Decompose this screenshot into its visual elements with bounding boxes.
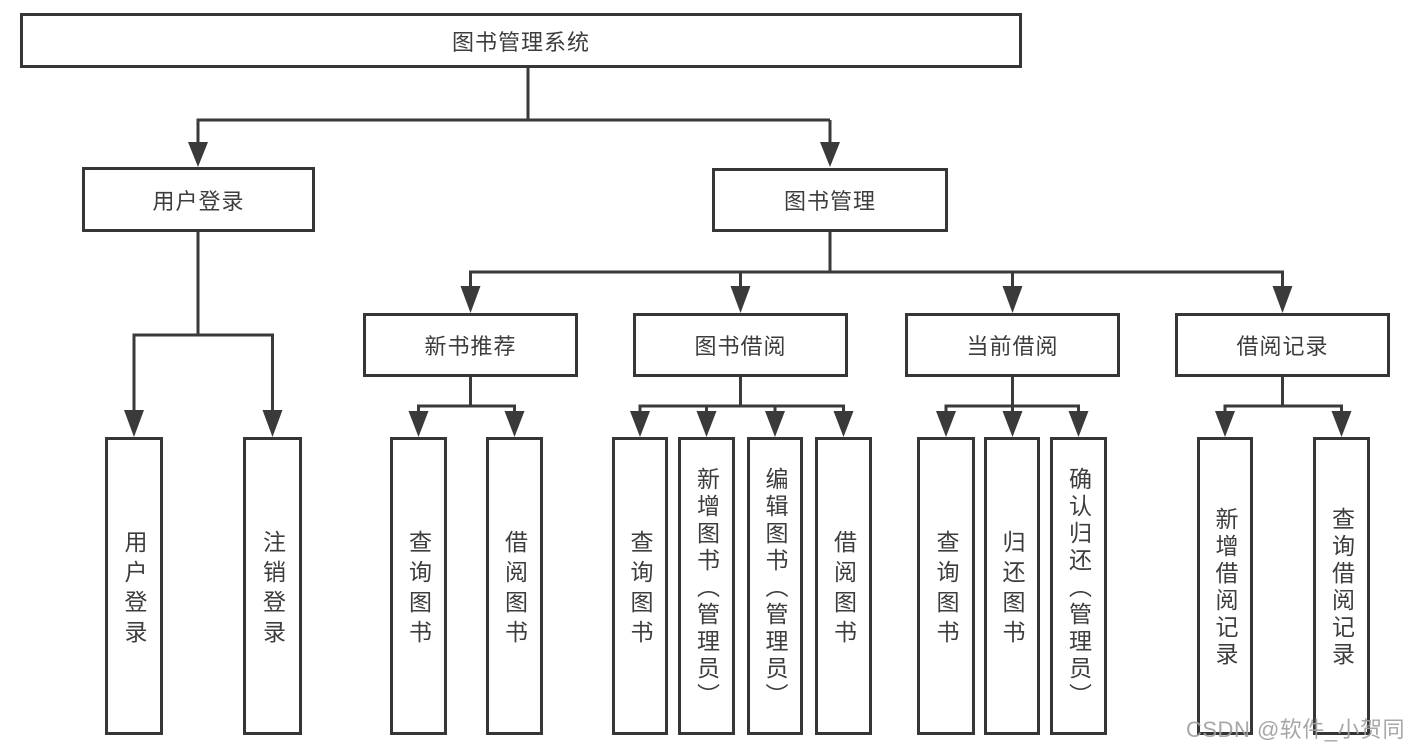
arrowhead <box>1272 286 1293 313</box>
node-label: 当前借阅 <box>966 334 1059 359</box>
node-current-borrowing: 当前借阅 <box>905 313 1120 377</box>
node-label: 图书管理系统 <box>451 29 590 55</box>
node-label: 注销登录 <box>259 529 286 650</box>
leaf-edit-book-admin: 编辑图书（管理员） <box>747 437 803 735</box>
arrowhead <box>504 411 525 437</box>
node-label: 新书推荐 <box>424 334 517 359</box>
leaf-add-borrow-record: 新增借阅记录 <box>1197 437 1253 735</box>
node-borrowing-records: 借阅记录 <box>1175 313 1390 377</box>
arrowhead <box>460 286 481 313</box>
node-label: 借阅记录 <box>1236 334 1329 359</box>
watermark: CSDN @软件_小贺同学 <box>1186 717 1405 742</box>
node-new-book-recommendation: 新书推荐 <box>363 313 578 377</box>
leaf-borrow-books-recommend: 借阅图书 <box>486 437 543 735</box>
leaf-add-book-admin: 新增图书（管理员） <box>678 437 735 735</box>
arrowhead <box>833 411 854 437</box>
node-label: 用户登录 <box>152 188 245 214</box>
arrowhead <box>936 411 956 437</box>
node-label: 新增借阅记录 <box>1212 507 1238 669</box>
arrowhead <box>1331 411 1352 437</box>
arrowhead <box>408 411 429 437</box>
arrowhead <box>820 142 840 167</box>
connector-borrowing-records-branch <box>1215 377 1352 437</box>
node-label: 图书管理 <box>783 189 876 214</box>
arrowhead <box>1215 411 1235 437</box>
node-label: 查询图书 <box>405 529 432 650</box>
arrowhead <box>696 411 717 437</box>
node-library-management-system: 图书管理系统 <box>20 13 1022 68</box>
node-label: 用户登录 <box>121 529 147 650</box>
connector-user-login-branch <box>124 232 283 437</box>
node-user-login: 用户登录 <box>82 167 315 232</box>
connector-current-borrowing-branch <box>936 377 1089 437</box>
node-label: 新增图书（管理员） <box>693 466 720 710</box>
arrowhead <box>630 411 650 437</box>
node-label: 确认归还（管理员） <box>1065 466 1092 710</box>
leaf-query-borrow-record: 查询借阅记录 <box>1313 437 1370 735</box>
node-label: 借阅图书 <box>501 529 528 650</box>
arrowhead <box>765 411 785 437</box>
arrowhead <box>188 142 208 167</box>
arrowhead <box>262 410 283 437</box>
node-label: 查询图书 <box>627 529 653 650</box>
leaf-return-book: 归还图书 <box>984 437 1040 735</box>
connector-book-management-branch <box>460 232 1293 313</box>
leaf-query-books-borrowing: 查询图书 <box>612 437 668 735</box>
leaf-user-login: 用户登录 <box>105 437 163 735</box>
leaf-query-books-current: 查询图书 <box>917 437 975 735</box>
node-label: 查询借阅记录 <box>1328 507 1355 669</box>
connector-book-borrowing-branch <box>630 377 854 437</box>
arrowhead <box>730 286 751 313</box>
node-book-management: 图书管理 <box>712 168 948 232</box>
leaf-logout: 注销登录 <box>243 437 302 735</box>
arrowhead <box>1068 411 1089 437</box>
arrowhead <box>124 410 144 437</box>
node-label: 编辑图书（管理员） <box>762 466 788 710</box>
node-book-borrowing: 图书借阅 <box>633 313 848 377</box>
arrowhead <box>1002 286 1023 313</box>
node-label: 查询图书 <box>933 529 959 650</box>
node-label: 借阅图书 <box>830 529 857 650</box>
leaf-confirm-return-admin: 确认归还（管理员） <box>1050 437 1107 735</box>
node-label: 图书借阅 <box>694 334 787 359</box>
leaf-query-books-recommend: 查询图书 <box>390 437 447 735</box>
connector-root-branch <box>188 68 840 167</box>
leaf-borrow-books-borrowing: 借阅图书 <box>815 437 872 735</box>
connector-new-book-branch <box>408 377 525 437</box>
node-label: 归还图书 <box>999 529 1025 650</box>
arrowhead <box>1002 411 1023 437</box>
